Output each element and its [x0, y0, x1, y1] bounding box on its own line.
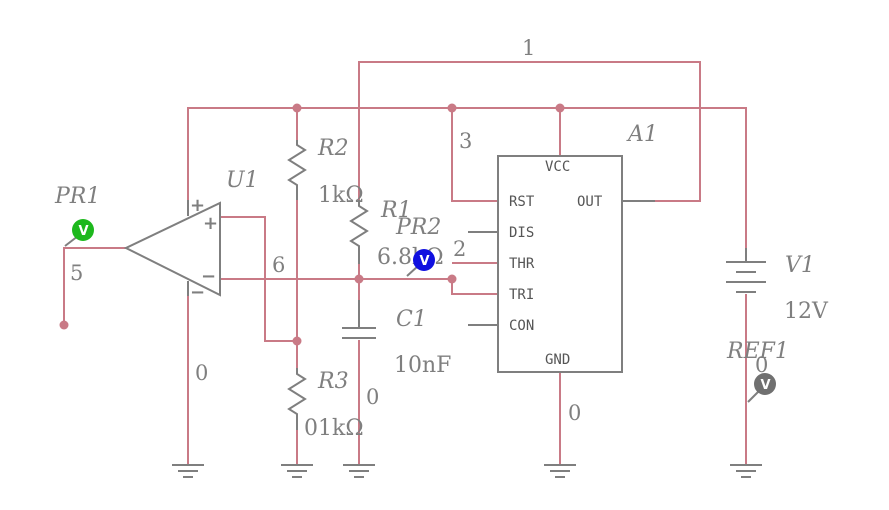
net-label-5: 5 [70, 261, 83, 285]
opamp-plus-input-sign: + [203, 213, 218, 234]
pr1-ref-label: PR1 [54, 184, 100, 209]
resistor-r2[interactable] [287, 140, 307, 200]
junction-node [292, 103, 302, 113]
net-label-3: 3 [459, 129, 472, 153]
ground-icon [730, 464, 762, 478]
ground-icon [343, 464, 375, 478]
pin-gnd-label: GND [545, 352, 570, 368]
opamp-minus-input-sign: − [201, 266, 216, 287]
pin-rst-label: RST [509, 194, 535, 210]
pin-dis-label: DIS [509, 225, 534, 241]
r2-ref-label: R2 [317, 136, 349, 161]
capacitor-c1[interactable] [342, 300, 376, 339]
wire-vcc-rail[interactable] [187, 107, 747, 248]
voltmeter-icon: V [79, 224, 89, 239]
voltmeter-icon: V [420, 254, 430, 269]
r2-value-label: 1kΩ [318, 183, 364, 208]
net-label-gnd-ref: 0 [755, 353, 768, 377]
junction-node [59, 320, 69, 330]
r3-ref-label: R3 [317, 369, 349, 394]
resistor-r1[interactable] [349, 200, 369, 264]
junction-node [292, 336, 302, 346]
r3-value-label: 01kΩ [304, 416, 364, 441]
junction-node [354, 274, 364, 284]
ground-icon [172, 464, 204, 478]
battery-v1[interactable] [726, 248, 766, 293]
ground-icon [281, 464, 313, 478]
wire-divider[interactable] [220, 216, 297, 342]
junction-node [555, 103, 565, 113]
net-label-gnd-a1: 0 [568, 401, 581, 425]
wires [63, 61, 747, 465]
v1-value-label: 12V [784, 299, 829, 324]
c1-ref-label: C1 [396, 307, 427, 332]
pr2-ref-label: PR2 [395, 215, 441, 240]
wire-net6[interactable] [220, 278, 498, 295]
net-label-1: 1 [522, 36, 535, 60]
opamp-plus-supply-sign: + [190, 195, 205, 216]
opamp-triangle [123, 201, 221, 297]
probe-pr1[interactable]: V [64, 219, 94, 247]
pin-vcc-label: VCC [545, 159, 570, 175]
wire-net5[interactable] [63, 247, 126, 325]
voltmeter-icon: V [761, 378, 771, 393]
u1-ref-label: U1 [226, 168, 259, 193]
net-label-gnd-u1: 0 [195, 361, 208, 385]
r1-ref-label: R1 [380, 198, 412, 223]
ref1-ref-label: REF1 [726, 339, 789, 364]
opamp-minus-supply-sign: − [190, 282, 205, 303]
opamp-u1[interactable]: + − + − [123, 195, 221, 303]
timer-ic-a1[interactable]: VCC RST OUT DIS THR TRI CON GND [468, 155, 655, 373]
a1-ref-label: A1 [626, 122, 658, 147]
c1-value-label: 10nF [394, 353, 451, 378]
v1-ref-label: V1 [785, 253, 815, 278]
probe-pr2[interactable]: V [406, 249, 435, 277]
pin-out-label: OUT [577, 194, 603, 210]
wire-rst[interactable] [451, 108, 498, 202]
junction-node [447, 274, 457, 284]
ground-symbols [172, 464, 762, 478]
pin-tri-label: TRI [509, 287, 534, 303]
ground-icon [544, 464, 576, 478]
pin-con-label: CON [509, 318, 534, 334]
junction-node [447, 103, 457, 113]
net-label-gnd-c1: 0 [366, 385, 379, 409]
pin-thr-label: THR [509, 256, 535, 272]
junctions [59, 103, 565, 346]
resistor-r3[interactable] [287, 368, 307, 430]
net-label-2: 2 [453, 237, 466, 261]
net-label-6: 6 [272, 253, 285, 277]
probe-ref1[interactable]: V [747, 373, 776, 403]
